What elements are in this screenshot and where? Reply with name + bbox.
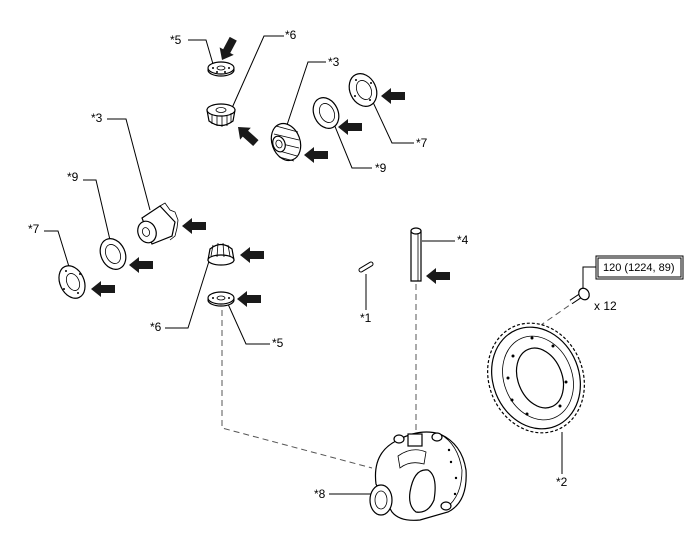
thrust-washer-right xyxy=(348,73,378,107)
arrow-icon xyxy=(237,291,261,307)
ring-gear xyxy=(487,322,585,434)
thrust-washer-left xyxy=(58,265,86,299)
arrow-icon xyxy=(232,121,262,150)
label-p3-left: *3 xyxy=(91,111,103,125)
label-p6-bottom: *6 xyxy=(150,320,162,334)
torque-spec-text: 120 (1224, 89) xyxy=(603,262,675,274)
label-p5-bottom: *5 xyxy=(272,336,284,350)
thrust-washer-bottom xyxy=(207,291,235,307)
arrow-icon xyxy=(129,257,153,273)
pinion-shaft xyxy=(410,227,422,282)
assembly-lines xyxy=(221,284,578,469)
thrust-washer-top xyxy=(207,61,235,77)
part-labels: *5 *6 *3 *7 *9 *3 *9 *7 *6 *5 *4 *1 *8 *… xyxy=(28,28,568,501)
ring-gear-bolt xyxy=(569,287,590,305)
thrust-shim-right xyxy=(312,97,340,129)
arrow-icon xyxy=(240,247,264,263)
label-p7-left: *7 xyxy=(28,222,40,236)
arrow-icon xyxy=(182,218,206,234)
arrow-icon xyxy=(214,35,241,64)
label-p1: *1 xyxy=(360,311,372,325)
arrow-icon xyxy=(426,268,450,284)
torque-spec-box: 120 (1224, 89) xyxy=(595,255,684,280)
label-p3-right: *3 xyxy=(328,55,340,69)
label-p9-right: *9 xyxy=(375,161,387,175)
bolt-quantity: x 12 xyxy=(594,299,617,313)
pinion-gear-top xyxy=(206,103,236,127)
arrow-icon xyxy=(91,281,115,297)
label-p4: *4 xyxy=(457,233,469,247)
label-p2: *2 xyxy=(556,475,568,489)
leader-lines xyxy=(44,35,596,495)
straight-pin xyxy=(358,261,374,273)
label-p7-right: *7 xyxy=(416,136,428,150)
label-p8: *8 xyxy=(314,487,326,501)
label-p6-top: *6 xyxy=(285,28,297,42)
label-p9-left: *9 xyxy=(67,170,79,184)
arrow-icon xyxy=(381,88,405,104)
differential-case xyxy=(369,431,467,521)
arrow-icon xyxy=(338,119,362,135)
side-gear-right xyxy=(270,122,302,162)
thrust-shim-left xyxy=(99,238,127,270)
side-gear-left xyxy=(137,202,179,245)
label-p5-top: *5 xyxy=(170,33,182,47)
pinion-gear-bottom xyxy=(207,242,235,266)
direction-arrows xyxy=(91,35,450,307)
arrow-icon xyxy=(304,147,328,163)
